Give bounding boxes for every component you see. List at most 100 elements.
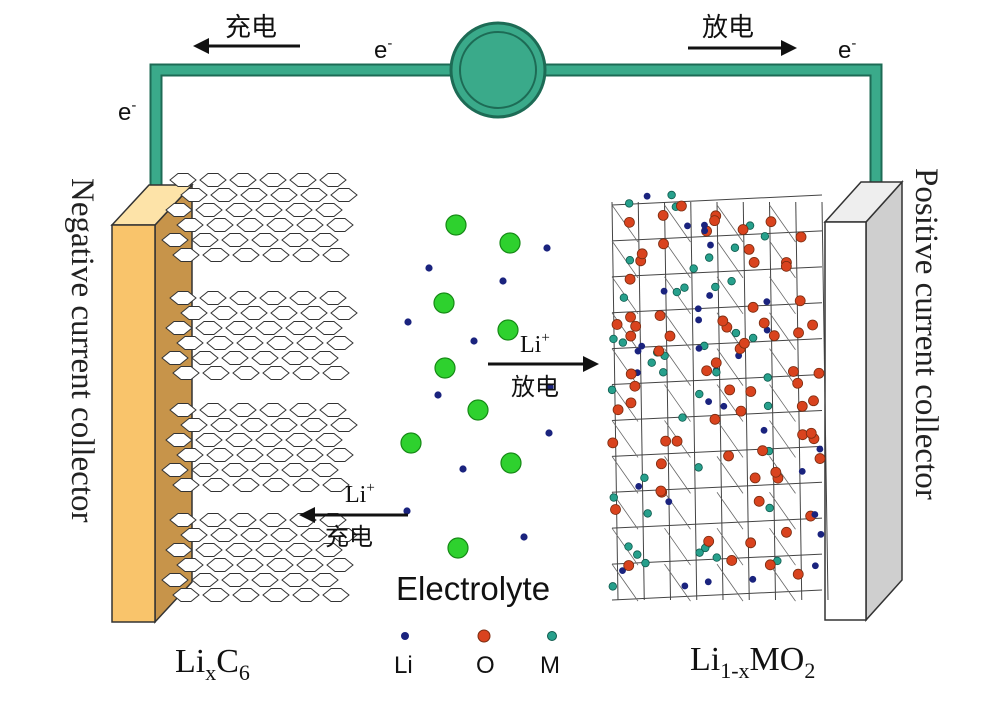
oxygen-atom (718, 316, 728, 326)
li-dot (404, 318, 411, 325)
metal-atom (731, 244, 739, 252)
legend-m-marker (548, 632, 557, 641)
negative-collector-face (112, 225, 155, 622)
lattice-line (665, 492, 691, 529)
lithium-atom (635, 483, 642, 490)
oxygen-atom (665, 331, 675, 341)
graphene-hexagon (293, 249, 319, 262)
lithium-atom (812, 562, 819, 569)
li-dot (520, 533, 527, 540)
svg-text:Li+: Li+ (345, 480, 375, 508)
graphene-hexagon (222, 464, 248, 477)
electrolyte-label: Electrolyte (396, 570, 550, 607)
graphene-hexagon (252, 234, 278, 247)
oxygen-atom (613, 405, 623, 415)
graphene-hexagon (192, 574, 218, 587)
oxygen-atom (806, 428, 816, 438)
oxygen-atom (738, 225, 748, 235)
lattice-line (612, 482, 822, 492)
lithium-atom (761, 427, 768, 434)
oxygen-atom (739, 338, 749, 348)
charge-arrow-top: 充电 (193, 13, 300, 54)
oxygen-atom (725, 385, 735, 395)
lattice-line (612, 349, 638, 386)
oxygen-atom (814, 368, 824, 378)
electron-label-top-middle: e- (374, 35, 392, 64)
oxygen-atom (626, 331, 636, 341)
oxygen-atom (794, 328, 804, 338)
lattice-line (612, 446, 822, 456)
graphene-hexagon (312, 234, 338, 247)
graphene-hexagon (211, 419, 237, 432)
metal-atom (644, 510, 652, 518)
li-ion-sphere (498, 320, 518, 340)
lattice-line (691, 202, 697, 600)
lattice-line (717, 492, 743, 529)
lattice-line (717, 205, 743, 242)
graphene-hexagon (293, 589, 319, 602)
graphene-hexagon (293, 367, 319, 380)
legend-li-label: Li (394, 652, 413, 679)
graphene-hexagon (230, 174, 256, 187)
graphene-hexagon (260, 292, 286, 305)
oxygen-atom (793, 378, 803, 388)
lithium-atom (695, 305, 702, 312)
graphene-hexagon (196, 204, 222, 217)
graphene-hexagon (211, 189, 237, 202)
graphene-hexagon (282, 464, 308, 477)
graphene-hexagon (233, 589, 259, 602)
graphene-hexagon (297, 219, 323, 232)
oxygen-atom (797, 401, 807, 411)
graphene-hexagon (233, 367, 259, 380)
svg-text:e-: e- (838, 35, 856, 64)
metal-atom (749, 334, 757, 342)
graphene-hexagon (237, 449, 263, 462)
graphene-hexagon (203, 479, 229, 492)
lattice-line (770, 277, 796, 314)
metal-atom (610, 335, 618, 343)
graphene-hexagon (316, 434, 342, 447)
positive-collector-face (825, 222, 866, 620)
lattice-line (770, 202, 776, 600)
oxygen-atom (611, 504, 621, 514)
oxygen-atom (748, 302, 758, 312)
oxygen-atom (746, 538, 756, 548)
graphene-hexagon (290, 292, 316, 305)
cathode-formula: Li1-xMO2 (690, 641, 815, 683)
oxygen-atom (612, 319, 622, 329)
oxygen-atom (637, 249, 647, 259)
lattice-line (665, 564, 691, 601)
graphene-hexagon (323, 367, 349, 380)
graphene-hexagon (211, 307, 237, 320)
graphene-hexagon (256, 204, 282, 217)
metal-atom (764, 374, 772, 382)
graphene-hexagon (241, 189, 267, 202)
graphene-hexagon (230, 292, 256, 305)
graphene-hexagon (196, 434, 222, 447)
graphene-hexagon (207, 337, 233, 350)
lithium-atom (799, 468, 806, 475)
oxygen-atom (626, 369, 636, 379)
graphene-hexagon (256, 544, 282, 557)
graphene-hexagon (282, 234, 308, 247)
graphene-hexagon (237, 559, 263, 572)
graphene-hexagon (203, 249, 229, 262)
graphene-hexagon (293, 479, 319, 492)
discharge-arrow-middle: Li+ 放电 (488, 330, 599, 401)
lithium-atom (661, 288, 668, 295)
metal-atom (732, 329, 740, 337)
anode-formula: LixC6 (175, 643, 250, 685)
graphene-hexagon (327, 449, 353, 462)
graphene-hexagon (222, 234, 248, 247)
graphene-hexagon (237, 219, 263, 232)
graphene-hexagon (230, 404, 256, 417)
oxygen-atom (655, 311, 665, 321)
oxygen-atom (795, 296, 805, 306)
graphene-hexagon (237, 337, 263, 350)
lattice-line (665, 385, 691, 422)
lithium-atom (684, 222, 691, 229)
metal-atom (608, 386, 616, 394)
graphene-hexagon (252, 352, 278, 365)
graphene-hexagon (207, 559, 233, 572)
oxygen-atom (710, 216, 720, 226)
